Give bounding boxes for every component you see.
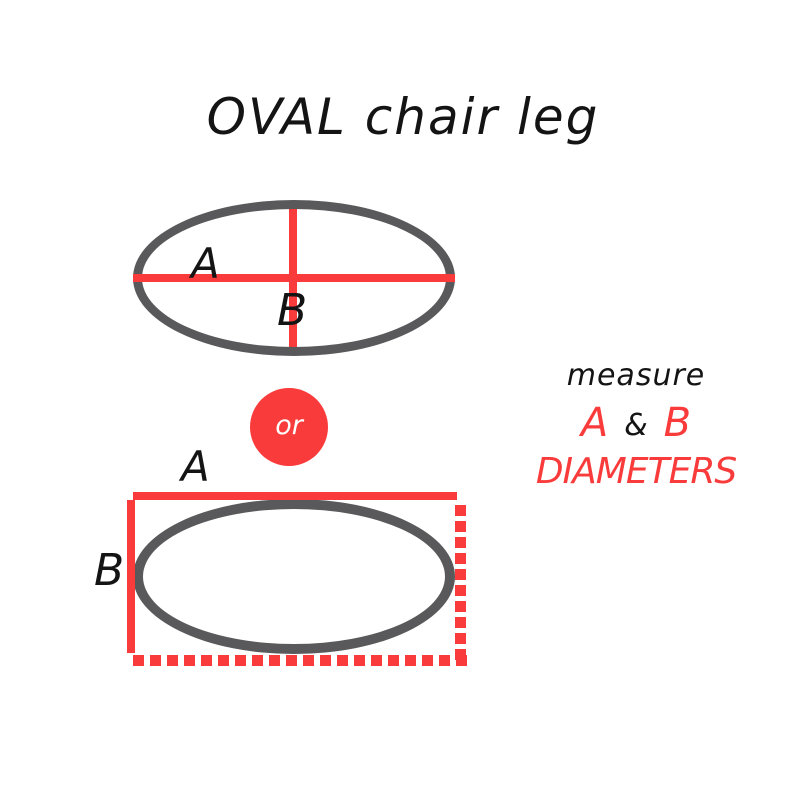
oval-bottom-outline [133,499,455,654]
instruction-block: measure A & B DIAMETERS [516,358,756,492]
bottom-label-b: B [94,545,125,596]
top-label-a: A [191,239,220,288]
instruction-a-and-b: A & B [516,403,756,443]
horizontal-diameter-line-a [133,274,455,282]
or-badge-label: or [275,409,303,441]
or-badge: or [250,388,328,466]
measure-line-b-solid [127,500,135,653]
page-title: OVAL chair leg [206,88,600,146]
instruction-ampersand: & [624,408,648,443]
measure-line-a-solid [133,492,457,500]
measure-line-bottom-dotted [133,655,467,666]
instruction-diameters-text: DIAMETERS [535,451,737,492]
instruction-letter-a: A [580,400,609,446]
instruction-letter-b: B [663,400,692,446]
bottom-label-a: A [181,442,210,491]
measure-line-right-dotted [455,505,466,663]
top-label-b: B [277,285,308,336]
instruction-measure-text: measure [566,358,706,393]
